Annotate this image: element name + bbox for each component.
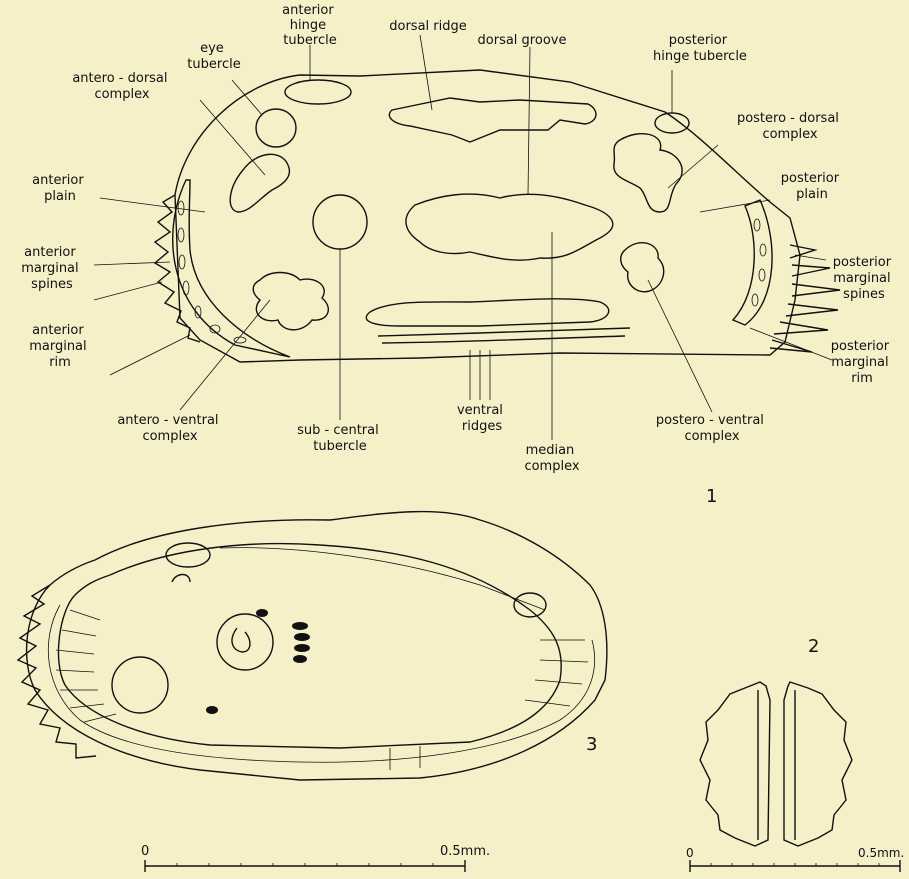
fig3-hinge-line (220, 548, 545, 610)
fig3-muscle-scar-5 (293, 655, 307, 663)
fig2-left-valve (700, 682, 770, 846)
label-ventral-ridges: ventral ridges (457, 403, 507, 434)
median-complex-shape (406, 194, 613, 260)
label-dorsal-groove: dorsal groove (478, 33, 567, 48)
ventral-ridge-line-2 (382, 336, 625, 343)
label-antero-dorsal-complex: antero - dorsal complex (72, 71, 171, 102)
figure-1-number: 1 (706, 486, 717, 507)
label-postero-dorsal-complex: postero - dorsal complex (737, 111, 843, 142)
fig3-muscle-scar-3 (294, 633, 310, 641)
anterior-rim-pores (178, 201, 246, 343)
ventral-ridge-line-1 (378, 328, 630, 336)
fig3-marginal-zone (48, 605, 594, 762)
fig3-subcentral-outer (217, 614, 273, 670)
fig3-subcentral-inner (232, 628, 250, 652)
label-posterior-plain: posterior plain (781, 171, 843, 202)
fig3-scale-bar: 0 0.5mm. (141, 844, 490, 872)
fig3-inner-outline (58, 544, 561, 748)
fig3-muscle-scar-4 (294, 644, 310, 652)
fig3-hinge-tubercle-posterior (514, 593, 546, 617)
fig2-scale-bar: 0 0.5mm. (686, 846, 904, 872)
fig1-leader-lines (94, 35, 832, 440)
label-sub-central-tubercle: sub - central tubercle (297, 423, 383, 454)
label-postero-ventral-complex: postero - ventral complex (656, 413, 768, 444)
label-posterior-hinge-tubercle: posterior hinge tubercle (653, 33, 747, 64)
figure-2-number: 2 (808, 636, 819, 657)
figure-2-dorsal-view: 2 0 0.5mm. (686, 636, 904, 872)
fig2-scale-start: 0 (686, 846, 694, 860)
fig3-muscle-scar-1 (256, 609, 268, 617)
postero-dorsal-complex-shape (614, 134, 682, 212)
label-anterior-plain: anterior plain (32, 173, 88, 204)
dorsal-ridge-shape (389, 98, 596, 142)
fig2-scale-end: 0.5mm. (858, 846, 904, 860)
anterior-hinge-tubercle-shape (285, 80, 351, 104)
figure-1-carapace-diagram: anterior hinge tubercle eye tubercle dor… (21, 3, 895, 507)
label-median-complex: median complex (524, 443, 579, 474)
label-anterior-hinge-tubercle: anterior hinge tubercle (282, 3, 338, 48)
figure-3-internal-view: 3 0 0.5mm. (18, 512, 607, 872)
fig3-muscle-scar-6 (206, 706, 218, 714)
figure-3-number: 3 (586, 734, 597, 755)
sub-central-tubercle-shape (313, 195, 367, 249)
label-anterior-marginal-rim: anterior marginal rim (29, 323, 91, 370)
antero-ventral-complex-shape (253, 273, 328, 330)
antero-dorsal-complex-shape (230, 154, 289, 212)
label-antero-ventral-complex: antero - ventral complex (117, 413, 222, 444)
fig3-muscle-scar-2 (292, 622, 308, 630)
label-posterior-marginal-rim: posterior marginal rim (831, 339, 893, 386)
postero-ventral-complex-shape (621, 243, 664, 292)
posterior-marginal-rim-shape (733, 200, 772, 325)
fig3-radial-pore-canals (56, 610, 588, 770)
fig3-adductor-scar (112, 657, 168, 713)
fig2-right-valve (784, 682, 852, 846)
ventral-ridge-upper (366, 299, 608, 326)
carapace-outline (175, 70, 800, 362)
label-eye-tubercle: eye tubercle (187, 41, 240, 72)
label-posterior-marginal-spines: posterior marginal spines (833, 255, 895, 302)
label-dorsal-ridge: dorsal ridge (389, 19, 467, 34)
fig3-eye-socket (172, 575, 190, 583)
posterior-marginal-spines-shape (770, 245, 840, 352)
fig3-scale-start: 0 (141, 844, 149, 859)
label-anterior-marginal-spines: anterior marginal spines (21, 245, 83, 292)
fig3-scale-end: 0.5mm. (440, 844, 490, 859)
